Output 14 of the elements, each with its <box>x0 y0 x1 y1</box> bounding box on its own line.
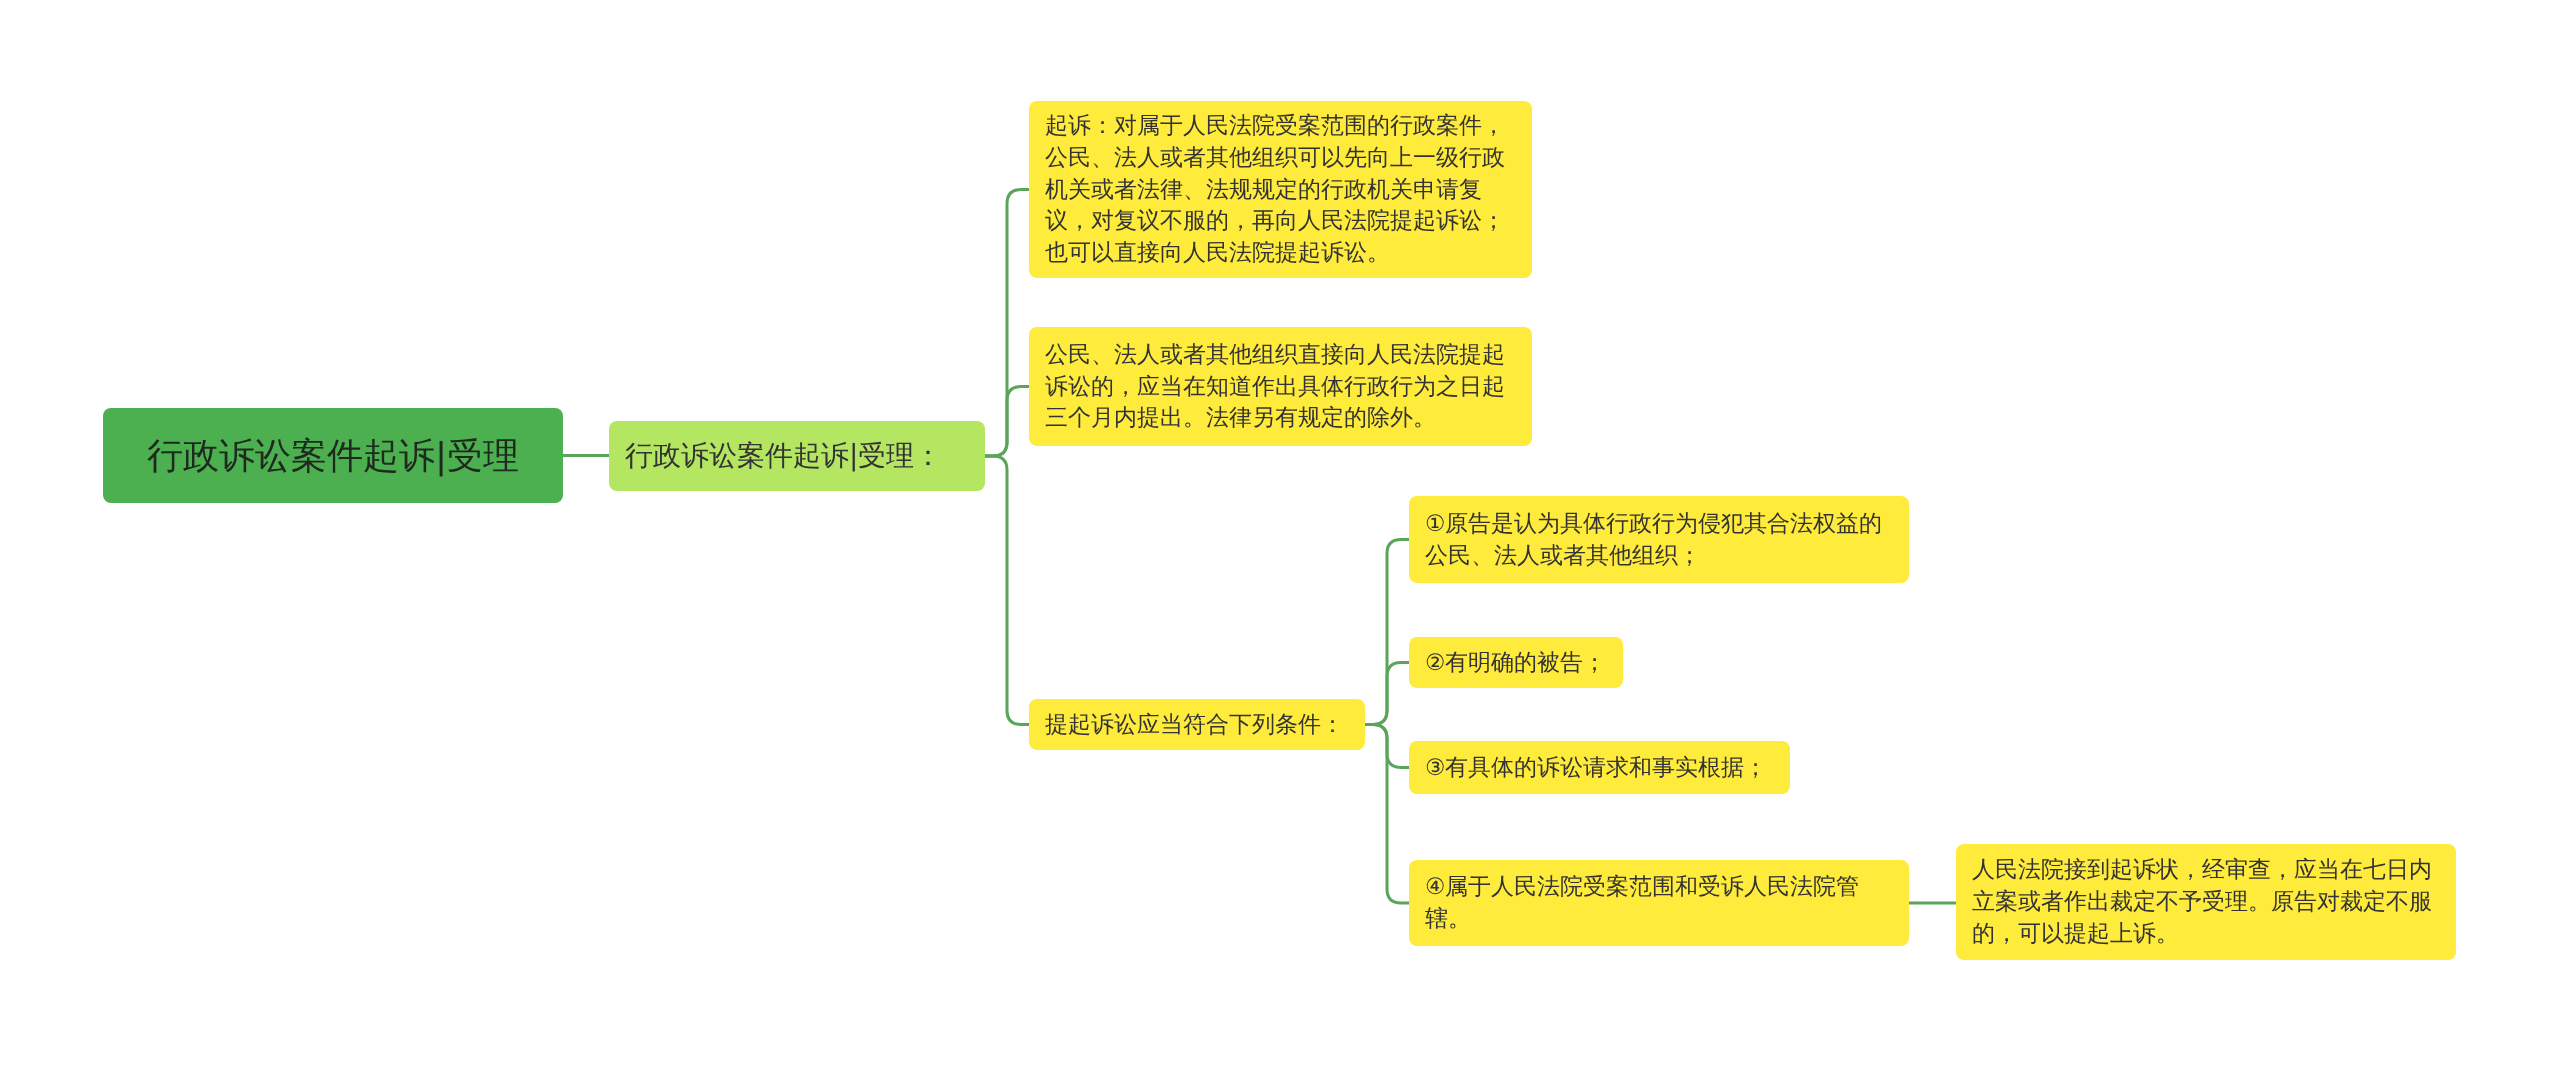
connector-line <box>1365 723 1409 905</box>
subtopic-box: ④属于人民法院受案范围和受诉人民法院管辖。 <box>1409 860 1909 946</box>
subtopic-box: ②有明确的被告； <box>1409 637 1623 688</box>
connector-line <box>1909 901 1956 905</box>
connector-line <box>985 454 1029 726</box>
root-topic-box: 行政诉讼案件起诉|受理 <box>103 408 563 503</box>
subtopic-box: 人民法院接到起诉状，经审查，应当在七日内立案或者作出裁定不予受理。原告对裁定不服的，可以提起上诉。 <box>1956 844 2456 960</box>
subtopic-box: 公民、法人或者其他组织直接向人民法院提起诉讼的，应当在知道作出具体行政行为之日起三个月内提出。法律另有规定的除外。 <box>1029 327 1532 446</box>
subtopic-box: ①原告是认为具体行政行为侵犯其合法权益的公民、法人或者其他组织； <box>1409 496 1909 583</box>
subtopic-box: 起诉：对属于人民法院受案范围的行政案件，公民、法人或者其他组织可以先向上一级行政机关或者法律、法规规定的行政机关申请复议，对复议不服的，再向人民法院提起诉讼；也可以直接向人民法院提起诉讼。 <box>1029 101 1532 278</box>
subtopic-box: ③有具体的诉讼请求和事实根据； <box>1409 741 1790 794</box>
connector-line <box>563 454 609 457</box>
topic-box: 行政诉讼案件起诉|受理： <box>609 421 985 491</box>
subtopic-box: 提起诉讼应当符合下列条件： <box>1029 699 1365 750</box>
